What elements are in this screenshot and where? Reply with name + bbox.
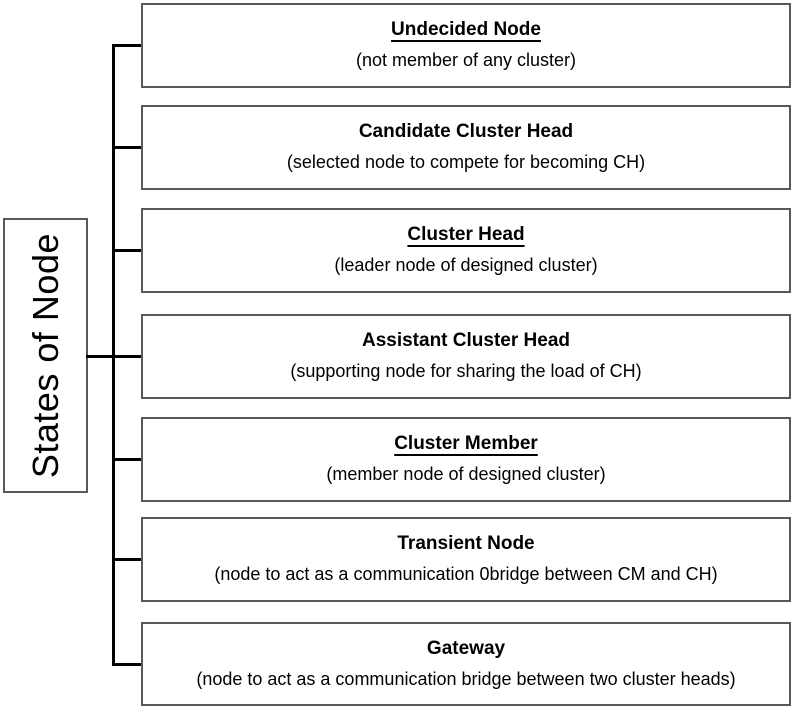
state-description: (leader node of designed cluster) xyxy=(334,255,598,276)
state-box-transient-node: Transient Node (node to act as a communi… xyxy=(141,517,791,602)
state-description: (node to act as a communication bridge b… xyxy=(196,668,736,689)
connector-branch-cluster-head xyxy=(112,249,143,252)
state-title: Assistant Cluster Head xyxy=(361,330,570,352)
state-box-undecided-node: Undecided Node (not member of any cluste… xyxy=(141,3,791,88)
state-title: Transient Node xyxy=(397,533,535,555)
state-box-candidate-cluster-head: Candidate Cluster Head (selected node to… xyxy=(141,105,791,190)
state-description: (selected node to compete for becoming C… xyxy=(286,152,646,173)
state-description: (supporting node for sharing the load of… xyxy=(290,361,642,382)
state-box-cluster-head: Cluster Head (leader node of designed cl… xyxy=(141,208,791,293)
state-title: Cluster Member xyxy=(394,433,538,455)
state-title: Gateway xyxy=(426,637,506,659)
state-title: Cluster Head xyxy=(407,224,525,246)
state-description: (not member of any cluster) xyxy=(355,50,577,71)
connector-branch-cluster-member xyxy=(112,458,143,461)
state-description: (member node of designed cluster) xyxy=(326,464,606,485)
connector-branch-undecided-node xyxy=(112,44,143,47)
root-label: States of Node xyxy=(24,232,66,479)
state-box-gateway: Gateway (node to act as a communication … xyxy=(141,622,791,706)
root-state-box: States of Node xyxy=(3,218,88,493)
connector-branch-root-and-assistant-cluster-head xyxy=(86,355,143,358)
connector-branch-gateway xyxy=(112,663,143,666)
state-title: Undecided Node xyxy=(391,19,541,41)
connector-branch-candidate-cluster-head xyxy=(112,146,143,149)
state-box-assistant-cluster-head: Assistant Cluster Head (supporting node … xyxy=(141,314,791,399)
state-description: (node to act as a communication 0bridge … xyxy=(214,564,718,585)
state-box-cluster-member: Cluster Member (member node of designed … xyxy=(141,417,791,502)
connector-branch-transient-node xyxy=(112,558,143,561)
state-title: Candidate Cluster Head xyxy=(358,121,574,143)
